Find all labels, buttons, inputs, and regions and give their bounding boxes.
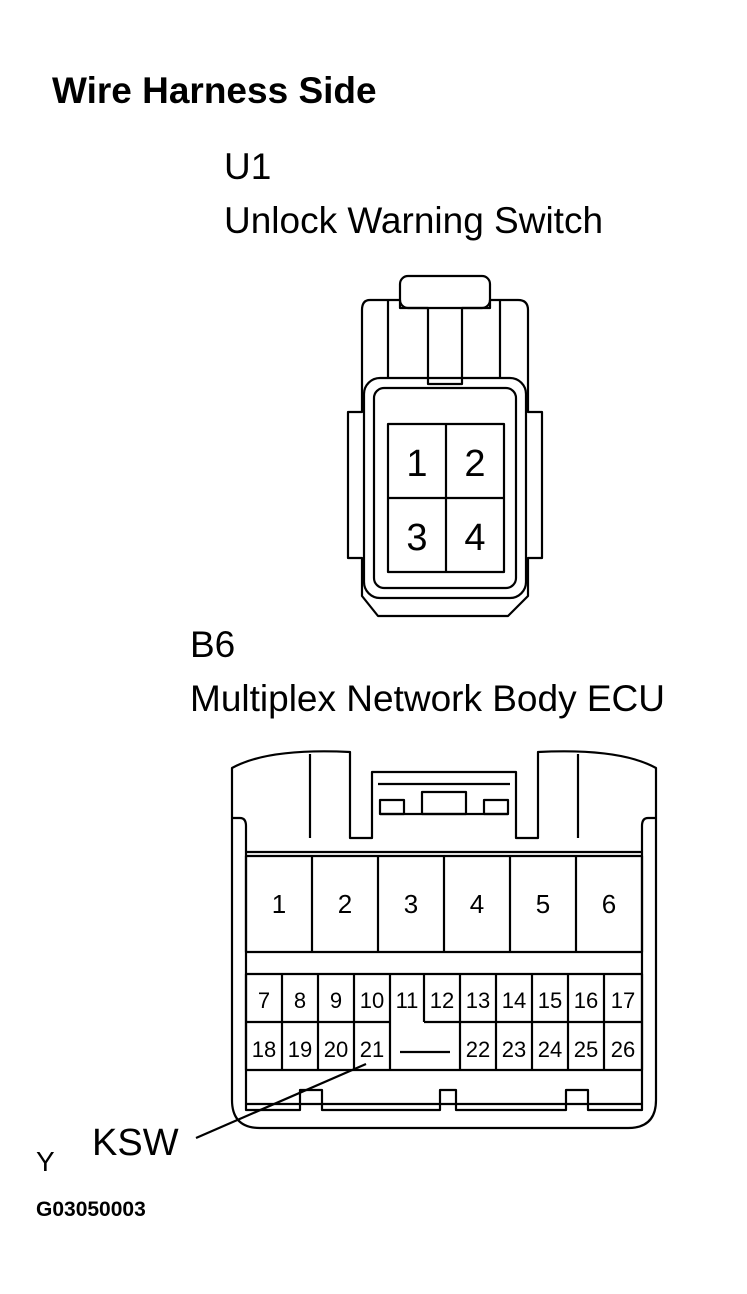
b6-pin-label: 22 [466, 1037, 490, 1062]
b6-pin-label: 2 [338, 889, 352, 919]
b6-pin-label: 7 [258, 988, 270, 1013]
b6-pin-label: 17 [611, 988, 635, 1013]
b6-pin-label: 5 [536, 889, 550, 919]
b6-pin-label: 13 [466, 988, 490, 1013]
ksw-callout-label: KSW [92, 1122, 179, 1164]
b6-pin-label: 24 [538, 1037, 562, 1062]
corner-mark: Y [36, 1146, 55, 1177]
b6-pin-label: 23 [502, 1037, 526, 1062]
u1-connector-housing [346, 274, 544, 618]
u1-pin-label: 1 [406, 443, 427, 485]
b6-pin-label: 16 [574, 988, 598, 1013]
b6-pin-label: 4 [470, 889, 484, 919]
figure-id: G03050003 [36, 1198, 146, 1221]
b6-pin-label: 8 [294, 988, 306, 1013]
u1-pin-label: 4 [464, 517, 485, 559]
b6-pin-label: 3 [404, 889, 418, 919]
b6-connector-code: B6 [190, 624, 236, 665]
b6-pin-label: 10 [360, 988, 384, 1013]
b6-pin-label: 26 [611, 1037, 635, 1062]
b6-pin-label: 1 [272, 889, 286, 919]
b6-pin-label: 19 [288, 1037, 312, 1062]
b6-pin-label: 14 [502, 988, 526, 1013]
b6-pin-label: 9 [330, 988, 342, 1013]
b6-connector-name: Multiplex Network Body ECU [190, 678, 665, 719]
u1-pin-label: 3 [406, 517, 427, 559]
b6-pin-label: 20 [324, 1037, 348, 1062]
b6-pin-label: 25 [574, 1037, 598, 1062]
ksw-leader-line [195, 1062, 367, 1140]
b6-pin-label: 11 [396, 988, 419, 1013]
u1-connector-name: Unlock Warning Switch [224, 200, 604, 241]
diagram-title: Wire Harness Side [52, 70, 377, 111]
u1-pin-label: 2 [464, 443, 485, 485]
b6-pin-label-ksw: 21 [360, 1037, 384, 1062]
b6-pin-label: 6 [602, 889, 616, 919]
u1-connector-code: U1 [224, 146, 272, 187]
b6-pin-label: 15 [538, 988, 562, 1013]
b6-connector-housing [230, 750, 658, 1130]
b6-pin-label: 12 [430, 988, 454, 1013]
b6-pin-label: 18 [252, 1037, 276, 1062]
